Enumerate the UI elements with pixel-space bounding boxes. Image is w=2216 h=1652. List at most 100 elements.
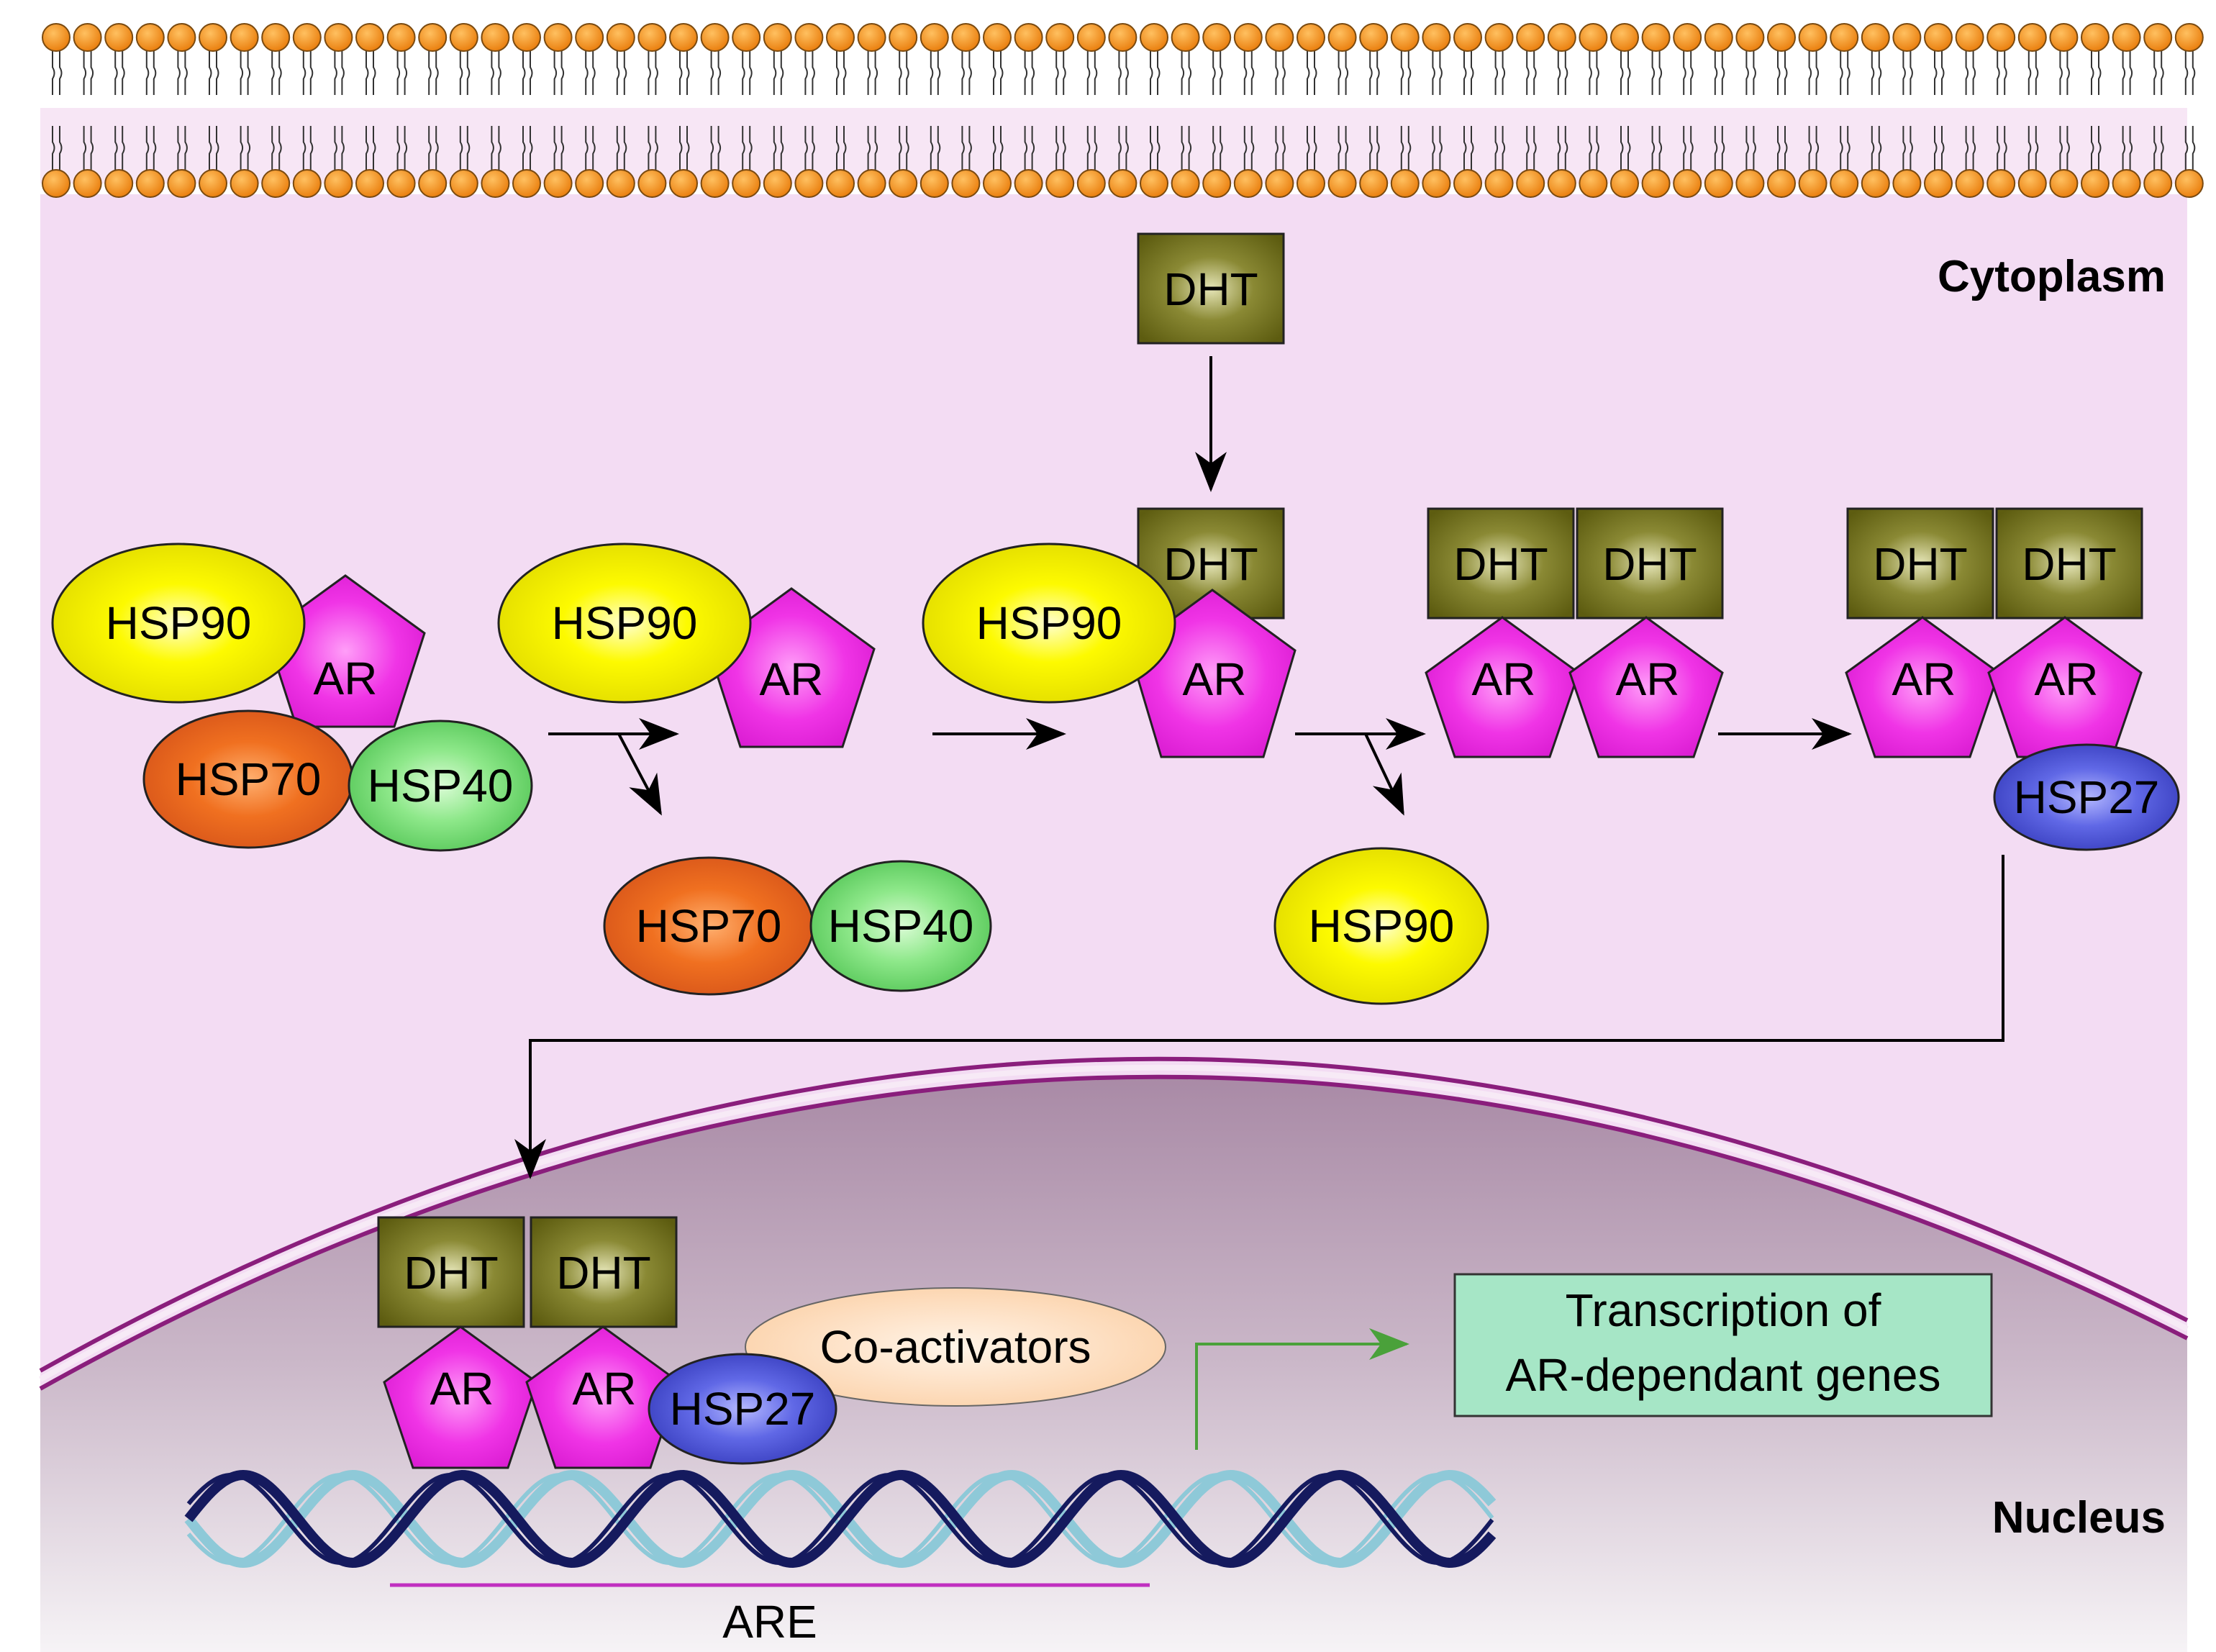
lipid-head [167,23,196,52]
lipid-head [1516,169,1545,198]
lipid-tail [1777,126,1781,170]
lipid-tail [1407,51,1412,95]
lipid-tail [1815,51,1820,95]
lipid-tail [592,51,596,95]
lipid-head [826,169,855,198]
nuclear-translocation-arrow [514,855,2004,1179]
lipid-head [951,23,981,52]
lipid-head [1892,169,1922,198]
lipid-head [637,169,667,198]
lipid-tail [1815,126,1820,170]
lipid-head [983,169,1012,198]
lipid-head [386,169,416,198]
hsp40-label: HSP40 [368,760,514,812]
lipid-tail [1181,51,1185,95]
ar-label: AR [1616,653,1680,705]
lipid-tail [710,51,714,95]
hsp90-ellipse [51,543,306,704]
lipid-head [1798,169,1827,198]
lipid-tail [1910,126,1913,170]
nuclear-envelope-gap [39,1064,2189,1382]
lipid-tail [843,51,847,95]
lipid-tail [2192,126,2196,170]
lipid-tail [2004,126,2007,170]
lipid-tail [1627,51,1631,95]
lipid-head [42,23,71,52]
lipid-head [1767,23,1796,52]
lipid-tail [937,126,941,170]
lipid-head [2049,23,2079,52]
lipid-tail [1589,51,1592,95]
hsp27-label: HSP27 [670,1383,816,1435]
lipid-tail [1690,51,1694,95]
lipid-tail [717,51,722,95]
lipid-tail [1627,126,1631,170]
lipid-tail [1753,126,1756,170]
lipid-head [135,169,165,198]
dht-label: DHT [1602,538,1697,590]
lipid-tail [1965,126,1969,170]
lipid-tail [1714,51,1718,95]
lipid-head [324,169,353,198]
lipid-tail [780,126,784,170]
lipid-tail [1024,51,1028,95]
lipid-head [261,23,291,52]
lipid-tail [1275,51,1279,95]
lipid-head [2017,169,2047,198]
lipid-tail [2059,51,2063,95]
lipid-tail [2161,51,2164,95]
lipid-head [1798,23,1827,52]
lipid-tail [1471,126,1474,170]
lipid-tail [1997,126,2000,170]
lipid-tail [2091,126,2094,170]
hsp90-label: HSP90 [106,597,252,649]
hsp90-label: HSP90 [1309,900,1455,952]
lipid-tail [1526,51,1530,95]
lipid-tail [1658,126,1663,170]
dht-box [1137,232,1285,345]
lipid-tail [1094,51,1098,95]
lipid-head [2017,23,2047,52]
lipid-tail [365,126,369,170]
lipid-tail [1902,51,1906,95]
lipid-tail [1502,51,1506,95]
lipid-tail [459,126,463,170]
lipid-tail [1934,51,1938,95]
lipid-tail [1683,51,1686,95]
lipid-tail [867,126,871,170]
lipid-head [1955,23,1984,52]
lipid-tail [271,126,275,170]
lipid-head [1673,23,1702,52]
lipid-tail [1086,51,1091,95]
lipid-tail [1533,126,1537,170]
lipid-tail [90,51,94,95]
lipid-tail [1753,51,1756,95]
lipid-head [1673,169,1702,198]
lipid-tail [1840,126,1843,170]
lipid-head [1076,23,1106,52]
lipid-tail [278,51,282,95]
hsp90-ellipse [922,543,1176,704]
lipid-tail [1188,126,1192,170]
lipid-tail [749,51,753,95]
lipid-tail [1243,126,1248,170]
lipid-tail [993,126,996,170]
lipid-tail [1275,126,1279,170]
lipid-tail [1714,126,1718,170]
lipid-tail [466,126,471,170]
lipid-tail [1063,51,1066,95]
lipid-tail [1721,126,1725,170]
lipid-head [1327,23,1357,52]
lipid-head [889,169,918,198]
lipid-head [1422,23,1451,52]
lipid-head [355,23,384,52]
lipid-tail [1910,51,1913,95]
lipid-head [1140,169,1168,198]
lipid-head [1579,169,1608,198]
lipid-tail [396,126,401,170]
lipid-head [1014,169,1043,198]
lipid-tail [1564,51,1568,95]
lipid-tail [2091,51,2094,95]
lipid-tail [1871,126,1875,170]
lipid-tail [1150,126,1153,170]
